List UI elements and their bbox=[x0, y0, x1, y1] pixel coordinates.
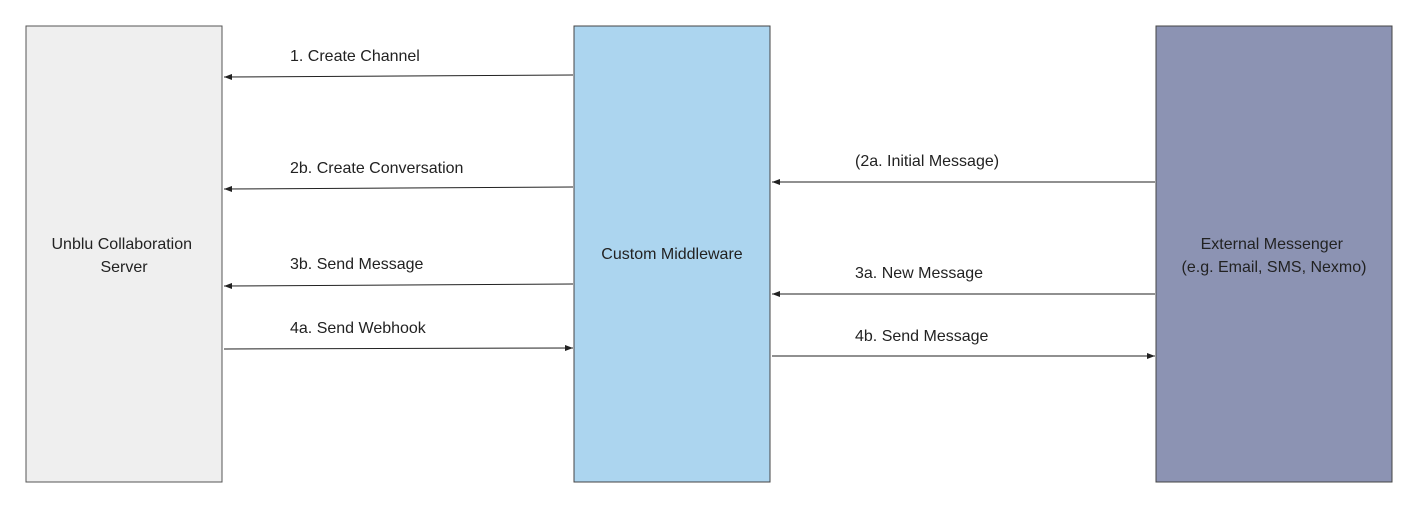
edge-send-message-to-unblu-arrow bbox=[223, 282, 574, 289]
edge-create-conversation: 2b. Create Conversation bbox=[223, 160, 574, 192]
edge-create-channel: 1. Create Channel bbox=[223, 48, 574, 80]
edge-new-message: 3a. New Message bbox=[772, 265, 1155, 297]
edge-send-webhook: 4a. Send Webhook bbox=[223, 320, 574, 352]
svg-text:Unblu Collaboration Serv: Unblu Collaboration Server bbox=[52, 236, 197, 276]
edge-create-channel-arrow bbox=[223, 73, 574, 80]
unblu-server-label-line-1: Unblu Collaboration bbox=[52, 236, 193, 253]
external-messenger-label-line-2: (e.g. Email, SMS, Nexmo) bbox=[1182, 259, 1367, 276]
middleware-label: Custom Middleware bbox=[601, 246, 742, 263]
edge-initial-message: (2a. Initial Message) bbox=[772, 153, 1155, 185]
unblu-server-box bbox=[25, 25, 223, 483]
middleware-node: Custom Middleware bbox=[573, 25, 771, 483]
edge-create-conversation-label: 2b. Create Conversation bbox=[290, 160, 463, 177]
edge-send-message-to-external-label: 4b. Send Message bbox=[855, 328, 989, 345]
external-messenger-node: External Messenger (e.g. Email, SMS, Nex… bbox=[1155, 25, 1393, 483]
middleware-box bbox=[573, 25, 771, 483]
svg-text:External Messenger (e.g.: External Messenger (e.g. Email, SMS, Nex… bbox=[1182, 236, 1367, 276]
edge-send-webhook-label: 4a. Send Webhook bbox=[290, 320, 427, 337]
edge-initial-message-label: (2a. Initial Message) bbox=[855, 153, 999, 170]
svg-text:Custom Middleware: Custom Middleware bbox=[601, 246, 742, 263]
edge-send-message-to-unblu-label: 3b. Send Message bbox=[290, 256, 424, 273]
edge-create-conversation-arrow bbox=[223, 185, 574, 192]
external-messenger-box bbox=[1155, 25, 1393, 483]
edge-send-message-to-unblu: 3b. Send Message bbox=[223, 256, 574, 289]
external-messenger-label-line-1: External Messenger bbox=[1201, 236, 1344, 253]
unblu-server-label-line-2: Server bbox=[100, 259, 148, 276]
edge-send-message-to-external: 4b. Send Message bbox=[772, 328, 1155, 359]
edge-create-channel-label: 1. Create Channel bbox=[290, 48, 420, 65]
edge-new-message-label: 3a. New Message bbox=[855, 265, 983, 282]
unblu-server-node: Unblu Collaboration Server bbox=[25, 25, 223, 483]
edge-send-webhook-arrow bbox=[223, 345, 574, 352]
